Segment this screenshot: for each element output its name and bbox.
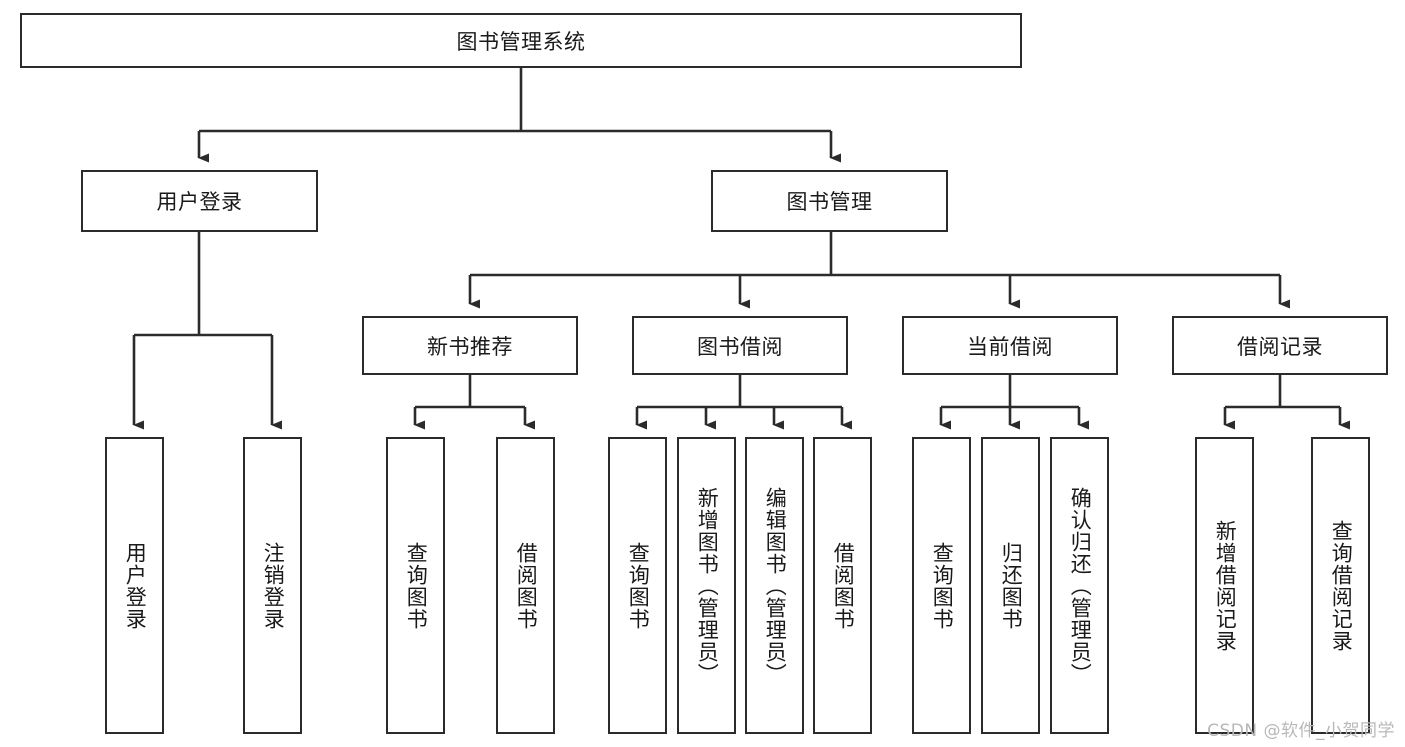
leaf-label: 新增图书（管理员） — [695, 486, 720, 685]
leaf-user-login-logout[interactable]: 注销登录 — [243, 437, 302, 734]
leaf-book-borrow-borrow[interactable]: 借阅图书 — [813, 437, 872, 734]
leaf-current-borrow-return[interactable]: 归还图书 — [981, 437, 1040, 734]
node-book-management[interactable]: 图书管理 — [711, 170, 948, 232]
csdn-watermark: CSDN @软件_小贺同学 — [1207, 721, 1395, 741]
leaf-borrow-record-query[interactable]: 查询借阅记录 — [1311, 437, 1370, 734]
node-current-borrow[interactable]: 当前借阅 — [902, 316, 1118, 375]
leaf-book-borrow-query[interactable]: 查询图书 — [608, 437, 667, 734]
leaf-new-book-borrow[interactable]: 借阅图书 — [496, 437, 555, 734]
leaf-label: 确认归还（管理员） — [1068, 486, 1093, 685]
leaf-label: 查询借阅记录 — [1329, 519, 1354, 652]
leaf-user-login-login[interactable]: 用户登录 — [105, 437, 164, 734]
node-new-book-recommend[interactable]: 新书推荐 — [362, 316, 578, 375]
leaf-label: 用户登录 — [123, 541, 148, 630]
leaf-label: 注销登录 — [261, 541, 286, 630]
leaf-borrow-record-add[interactable]: 新增借阅记录 — [1195, 437, 1254, 734]
leaf-current-borrow-confirm-admin[interactable]: 确认归还（管理员） — [1050, 437, 1109, 734]
leaf-label: 查询图书 — [626, 541, 651, 630]
leaf-current-borrow-query[interactable]: 查询图书 — [912, 437, 971, 734]
leaf-label: 归还图书 — [999, 541, 1024, 630]
leaf-book-borrow-edit-admin[interactable]: 编辑图书（管理员） — [745, 437, 804, 734]
node-borrow-record[interactable]: 借阅记录 — [1172, 316, 1388, 375]
leaf-label: 新增借阅记录 — [1213, 519, 1238, 652]
leaf-book-borrow-add-admin[interactable]: 新增图书（管理员） — [677, 437, 736, 734]
leaf-label: 查询图书 — [930, 541, 955, 630]
node-root-system[interactable]: 图书管理系统 — [20, 13, 1022, 68]
leaf-label: 借阅图书 — [831, 541, 856, 630]
leaf-label: 查询图书 — [404, 541, 429, 630]
leaf-label: 编辑图书（管理员） — [763, 486, 788, 685]
leaf-new-book-query[interactable]: 查询图书 — [386, 437, 445, 734]
node-book-borrow[interactable]: 图书借阅 — [632, 316, 848, 375]
leaf-label: 借阅图书 — [514, 541, 539, 630]
node-user-login[interactable]: 用户登录 — [81, 170, 318, 232]
